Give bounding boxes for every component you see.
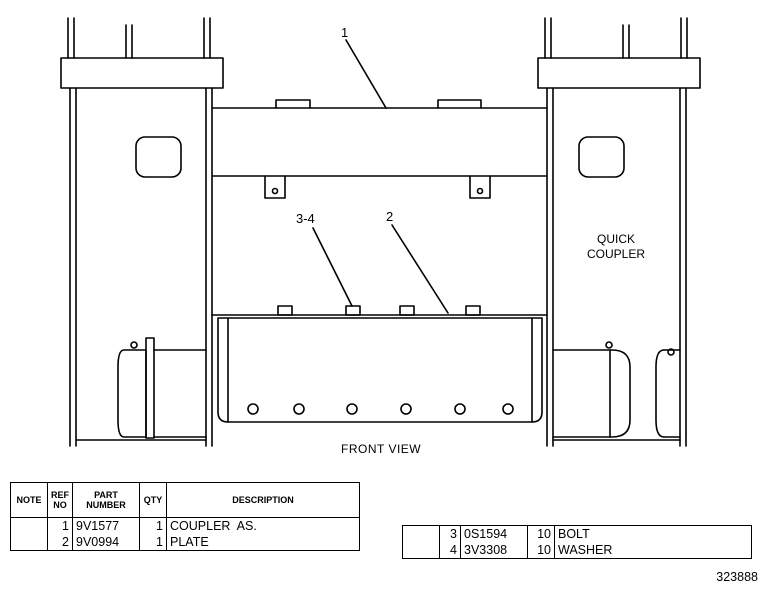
view-label: FRONT VIEW <box>341 442 422 456</box>
ref-cell: 2 <box>47 534 73 551</box>
qty-cell: 1 <box>139 517 167 534</box>
callout-1: 1 <box>341 25 349 40</box>
right-side-plate <box>537 17 701 447</box>
table-row: 1 9V1577 1 COUPLER AS. <box>10 517 360 534</box>
description-cell: BOLT <box>554 525 752 542</box>
table-row: 2 9V0994 1 PLATE <box>10 534 360 551</box>
description-cell: WASHER <box>554 542 752 559</box>
callout-2: 2 <box>386 209 394 224</box>
drawing-number: 323888 <box>716 570 758 584</box>
quick-coupler-note: QUICK COUPLER <box>582 232 650 262</box>
part-number-cell: 9V1577 <box>72 517 140 534</box>
note-cell <box>10 534 48 551</box>
header-description: DESCRIPTION <box>166 482 360 518</box>
parts-table-left: NOTE REF NO PART NUMBER QTY DESCRIPTION … <box>10 482 360 551</box>
bolts <box>277 305 481 316</box>
note-line-2: COUPLER <box>586 247 645 261</box>
qty-cell: 10 <box>527 542 555 559</box>
ref-cell: 1 <box>47 517 73 534</box>
lower-plate <box>211 314 548 423</box>
note-cell <box>402 542 440 559</box>
header-qty: QTY <box>139 482 167 518</box>
part-number-cell: 3V3308 <box>460 542 528 559</box>
part-number-cell: 9V0994 <box>72 534 140 551</box>
parts-table-right: 3 0S1594 10 BOLT 4 3V3308 10 WASHER <box>402 525 752 559</box>
note-cell <box>10 517 48 534</box>
table-row: 4 3V3308 10 WASHER <box>402 542 752 559</box>
upper-cross-beam <box>211 99 548 199</box>
table-row: 3 0S1594 10 BOLT <box>402 525 752 542</box>
coupler-front-view-drawing <box>60 17 701 447</box>
header-note: NOTE <box>10 482 48 518</box>
right-pivot-pin <box>552 341 681 438</box>
description-cell: PLATE <box>166 534 360 551</box>
note-cell <box>402 525 440 542</box>
header-part-number: PART NUMBER <box>72 482 140 518</box>
qty-cell: 10 <box>527 525 555 542</box>
callout-3-4: 3-4 <box>296 211 315 226</box>
part-number-cell: 0S1594 <box>460 525 528 542</box>
description-cell: COUPLER AS. <box>166 517 360 534</box>
table-header-row: NOTE REF NO PART NUMBER QTY DESCRIPTION <box>10 482 360 518</box>
ref-cell: 3 <box>439 525 461 542</box>
header-ref-no: REF NO <box>47 482 73 518</box>
ref-cell: 4 <box>439 542 461 559</box>
left-pivot-pin <box>117 337 207 439</box>
note-line-1: QUICK <box>596 232 635 246</box>
qty-cell: 1 <box>139 534 167 551</box>
callout-leaders <box>312 39 449 314</box>
left-side-plate <box>60 17 224 447</box>
